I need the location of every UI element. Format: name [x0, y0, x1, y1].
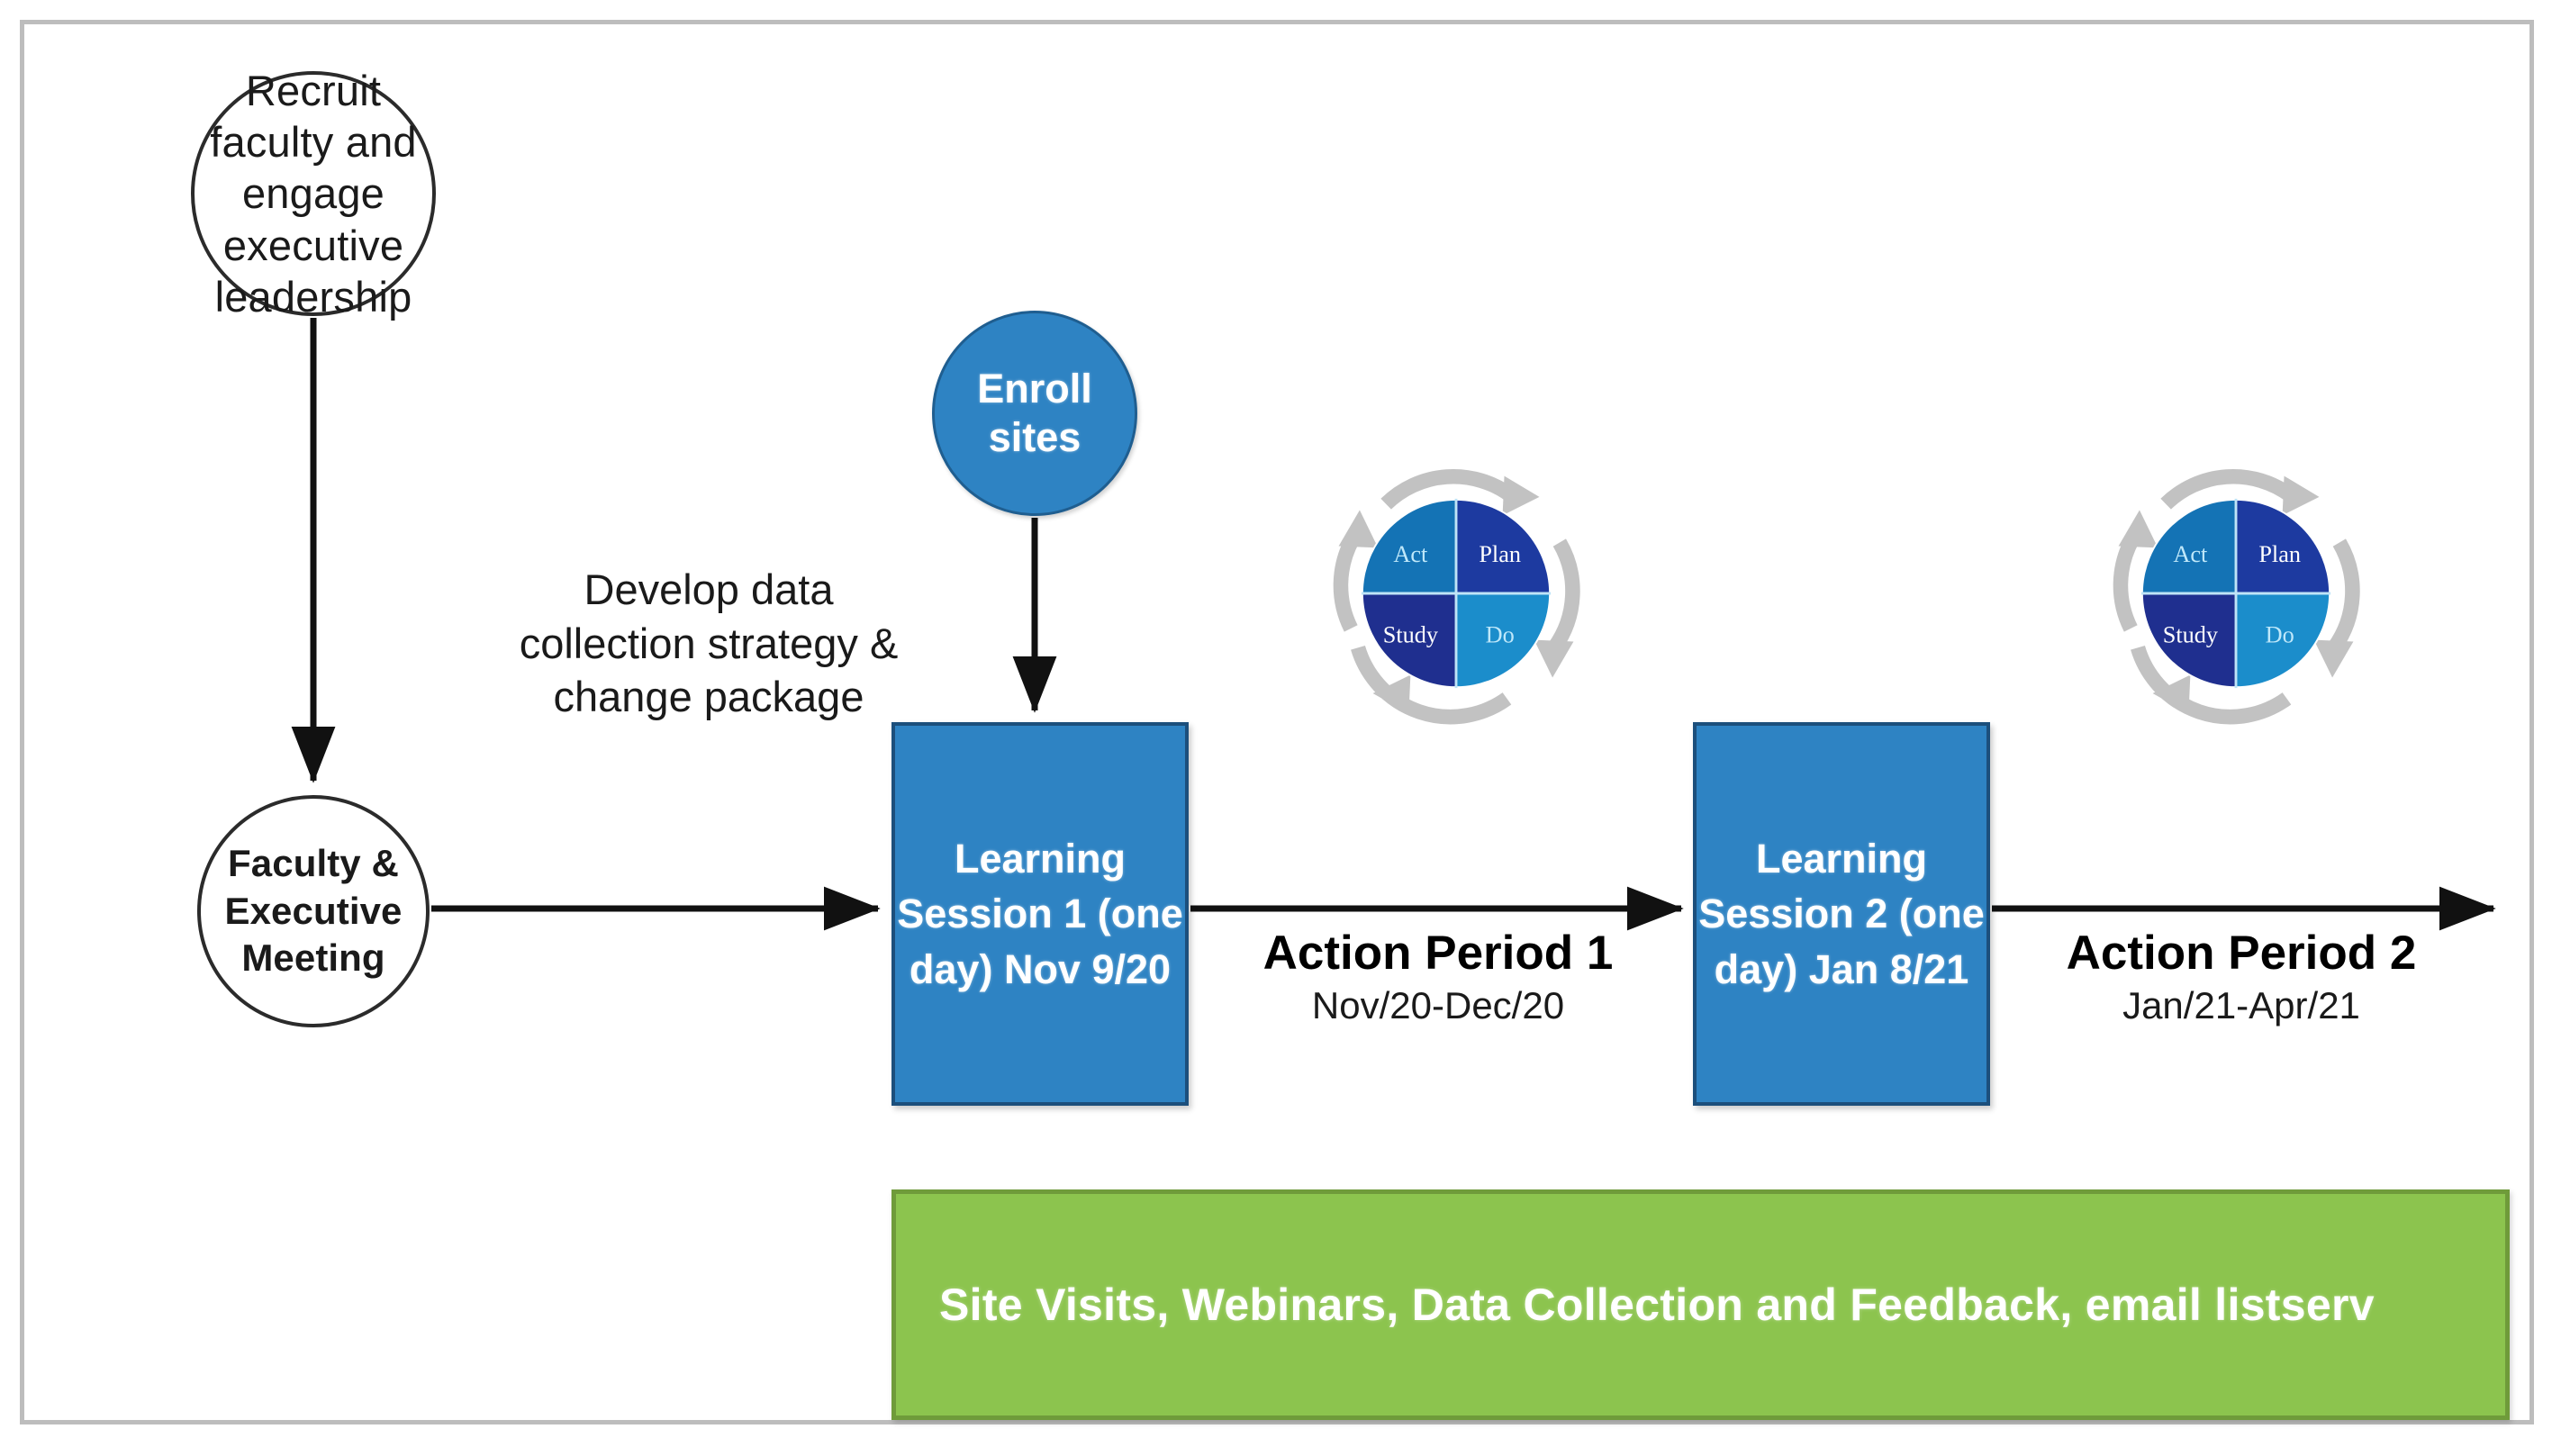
pdsa-label-do-1: Do [1486, 622, 1515, 648]
pdsa-quadrant-study-2 [2142, 593, 2236, 687]
pdsa-label-do-2: Do [2266, 622, 2294, 648]
action-period-2: Action Period 2 Jan/21-Apr/21 [2025, 927, 2457, 1029]
learning-session-1-box[interactable]: Learning Session 1 (one day) Nov 9/20 [891, 722, 1189, 1106]
pdsa-rotation-arrows-2 [2113, 468, 2360, 725]
pdsa-quadrant-do-2 [2236, 593, 2330, 687]
pdsa-quadrant-act-1 [1362, 500, 1456, 593]
learning-session-2-box[interactable]: Learning Session 2 (one day) Jan 8/21 [1693, 722, 1990, 1106]
action-period-2-dates: Jan/21-Apr/21 [2122, 984, 2360, 1027]
develop-data-strategy-label: Develop data collection strategy & chang… [497, 563, 920, 724]
diagram-frame: Recruit faculty and engage executive lea… [20, 20, 2534, 1424]
pdsa-wheel-graphic-1: Plan Do Study Act [1333, 468, 1580, 725]
pdsa-label-plan-1: Plan [1479, 541, 1521, 567]
action-period-1: Action Period 1 Nov/20-Dec/20 [1222, 927, 1654, 1029]
pdsa-label-study-2: Study [2163, 622, 2219, 648]
pdsa-rotation-arrows-1 [1333, 468, 1580, 725]
pdsa-label-act-2: Act [2173, 541, 2208, 567]
pdsa-label-act-1: Act [1393, 541, 1428, 567]
pdsa-cycle-wheel-2: Plan Do Study Act [2104, 462, 2367, 725]
recruit-faculty-circle[interactable]: Recruit faculty and engage executive lea… [191, 67, 436, 321]
enroll-sites-label: Enroll sites [977, 366, 1092, 460]
action-period-1-title: Action Period 1 [1262, 927, 1614, 980]
ongoing-support-label: Site Visits, Webinars, Data Collection a… [939, 1280, 2375, 1330]
faculty-executive-meeting-circle[interactable]: Faculty & Executive Meeting [197, 795, 430, 1027]
pdsa-cycle-wheel-1: Plan Do Study Act [1325, 462, 1588, 725]
learning-session-1-label: Learning Session 1 (one day) Nov 9/20 [897, 836, 1183, 992]
develop-data-strategy-text: Develop data collection strategy & chang… [519, 565, 899, 721]
pdsa-quadrant-plan-2 [2236, 500, 2330, 593]
action-period-2-title: Action Period 2 [2066, 927, 2417, 980]
pdsa-quadrant-study-1 [1362, 593, 1456, 687]
pdsa-quadrant-act-2 [2142, 500, 2236, 593]
pdsa-quadrant-plan-1 [1456, 500, 1550, 593]
pdsa-label-plan-2: Plan [2258, 541, 2301, 567]
enroll-sites-circle[interactable]: Enroll sites [932, 311, 1137, 516]
pdsa-quadrant-do-1 [1456, 593, 1550, 687]
pdsa-label-study-1: Study [1383, 622, 1439, 648]
faculty-executive-meeting-label: Faculty & Executive Meeting [224, 841, 403, 980]
action-period-1-dates: Nov/20-Dec/20 [1311, 984, 1565, 1027]
pdsa-wheel-graphic-2: Plan Do Study Act [2113, 468, 2360, 725]
recruit-faculty-label: Recruit faculty and engage executive lea… [210, 66, 417, 321]
ongoing-support-bar[interactable]: Site Visits, Webinars, Data Collection a… [891, 1189, 2510, 1420]
learning-session-2-label: Learning Session 2 (one day) Jan 8/21 [1698, 836, 1985, 992]
